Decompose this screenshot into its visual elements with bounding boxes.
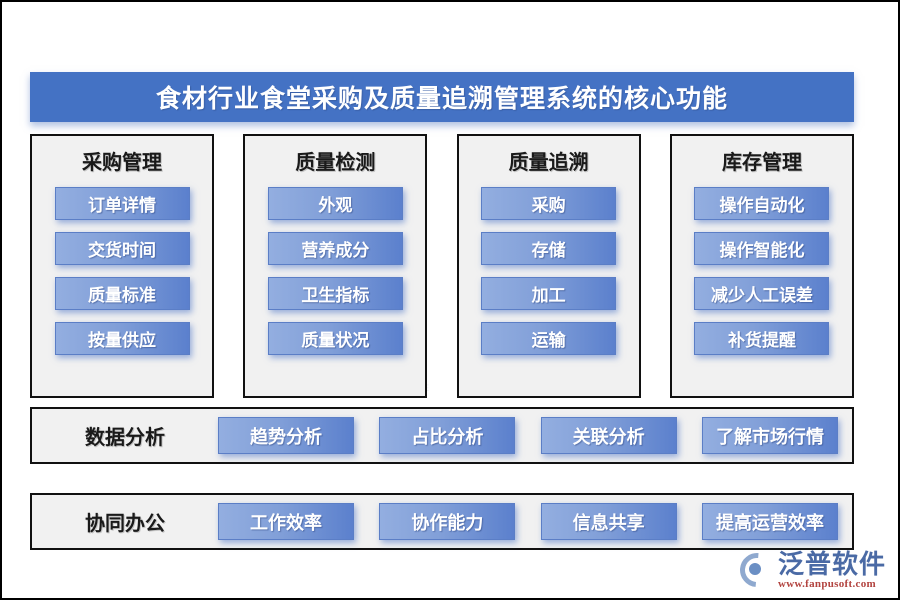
feature-button[interactable]: 减少人工误差 bbox=[694, 277, 830, 310]
row-panel-data-analysis: 数据分析 趋势分析 占比分析 关联分析 了解市场行情 bbox=[30, 407, 854, 464]
page-title-bar: 食材行业食堂采购及质量追溯管理系统的核心功能 bbox=[30, 72, 854, 122]
row-label: 数据分析 bbox=[85, 427, 165, 449]
column-title: 采购管理 bbox=[82, 152, 162, 174]
feature-button[interactable]: 按量供应 bbox=[54, 322, 190, 355]
feature-button[interactable]: 信息共享 bbox=[540, 503, 677, 540]
feature-button[interactable]: 质量标准 bbox=[54, 277, 190, 310]
feature-button[interactable]: 关联分析 bbox=[540, 417, 677, 454]
brand-url: www.fanpusoft.com bbox=[777, 578, 876, 590]
column-panels: 采购管理 订单详情 交货时间 质量标准 按量供应 质量检测 外观 营养成分 卫生… bbox=[30, 134, 854, 398]
feature-button[interactable]: 营养成分 bbox=[267, 232, 403, 265]
row-buttons: 工作效率 协作能力 信息共享 提高运营效率 bbox=[218, 503, 852, 540]
row-label: 协同办公 bbox=[85, 513, 165, 535]
feature-button[interactable]: 采购 bbox=[481, 187, 617, 220]
feature-button[interactable]: 外观 bbox=[267, 187, 403, 220]
column-title: 质量检测 bbox=[295, 152, 376, 174]
feature-button[interactable]: 工作效率 bbox=[218, 503, 354, 540]
page-title: 食材行业食堂采购及质量追溯管理系统的核心功能 bbox=[155, 86, 728, 113]
brand-swoosh-icon bbox=[733, 546, 781, 594]
row-panel-collaborative-office: 协同办公 工作效率 协作能力 信息共享 提高运营效率 bbox=[30, 493, 854, 550]
feature-button[interactable]: 了解市场行情 bbox=[701, 417, 838, 454]
feature-button[interactable]: 交货时间 bbox=[54, 232, 190, 265]
feature-button[interactable]: 补货提醒 bbox=[694, 322, 830, 355]
feature-button[interactable]: 协作能力 bbox=[379, 503, 516, 540]
feature-button[interactable]: 质量状况 bbox=[267, 322, 403, 355]
feature-button[interactable]: 卫生指标 bbox=[267, 277, 403, 310]
feature-button[interactable]: 订单详情 bbox=[54, 187, 190, 220]
column-panel-quality-traceability: 质量追溯 采购 存储 加工 运输 bbox=[456, 134, 641, 398]
feature-button[interactable]: 运输 bbox=[481, 322, 617, 355]
row-buttons: 趋势分析 占比分析 关联分析 了解市场行情 bbox=[218, 417, 852, 454]
feature-button[interactable]: 操作智能化 bbox=[694, 232, 830, 265]
feature-button[interactable]: 加工 bbox=[481, 277, 617, 310]
brand-name: 泛普软件 bbox=[777, 549, 886, 579]
column-title: 质量追溯 bbox=[508, 152, 589, 174]
column-panel-procurement: 采购管理 订单详情 交货时间 质量标准 按量供应 bbox=[30, 134, 214, 398]
column-title: 库存管理 bbox=[721, 152, 802, 174]
feature-button[interactable]: 趋势分析 bbox=[218, 417, 354, 454]
column-panel-quality-inspection: 质量检测 外观 营养成分 卫生指标 质量状况 bbox=[243, 134, 428, 398]
feature-button[interactable]: 提高运营效率 bbox=[701, 503, 838, 540]
feature-button[interactable]: 操作自动化 bbox=[694, 187, 830, 220]
feature-button[interactable]: 存储 bbox=[481, 232, 617, 265]
brand-logo: 泛普软件 www.fanpusoft.com bbox=[733, 546, 886, 594]
column-panel-inventory: 库存管理 操作自动化 操作智能化 减少人工误差 补货提醒 bbox=[669, 134, 854, 398]
feature-button[interactable]: 占比分析 bbox=[379, 417, 516, 454]
